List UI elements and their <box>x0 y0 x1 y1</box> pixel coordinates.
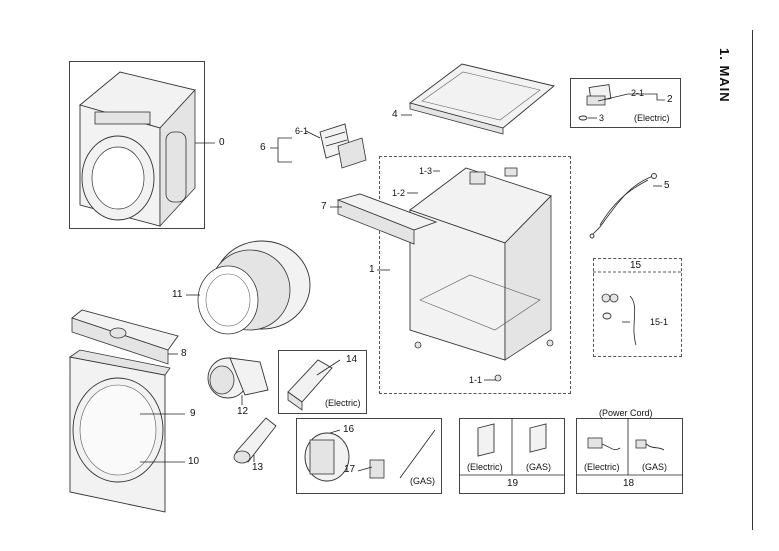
power-bracket-illustration <box>477 423 547 457</box>
hose-kit-illustration <box>601 293 637 346</box>
label-5: 5 <box>664 180 670 191</box>
front-bracket-illustration <box>336 193 438 245</box>
leader-lines <box>140 93 665 472</box>
table-lines <box>459 271 683 476</box>
label-4: 4 <box>392 109 398 120</box>
note-electric-19: (Electric) <box>467 462 503 472</box>
label-6-1: 6-1 <box>295 126 309 136</box>
note-power-cord: (Power Cord) <box>599 408 653 418</box>
label-2-1: 2-1 <box>631 88 645 98</box>
sensor-parts-illustration <box>578 84 612 121</box>
drum-illustration <box>197 240 311 335</box>
label-8: 8 <box>181 348 187 359</box>
page-edge-line <box>752 30 753 530</box>
label-16: 16 <box>343 424 355 435</box>
label-1: 1 <box>369 264 375 275</box>
label-6: 6 <box>260 142 266 153</box>
label-2: 2 <box>667 94 673 105</box>
note-gas-16-17: (GAS) <box>410 476 436 486</box>
note-electric-14: (Electric) <box>325 398 361 408</box>
label-18: 18 <box>623 478 635 489</box>
gas-burner-illustration <box>304 429 436 482</box>
label-11: 11 <box>172 289 183 300</box>
label-17: 17 <box>344 464 356 475</box>
control-panel-illustration <box>71 309 179 365</box>
note-electric-18: (Electric) <box>584 462 620 472</box>
label-9: 9 <box>190 408 196 419</box>
part-1-dashed-box <box>379 156 571 394</box>
label-3: 3 <box>599 113 605 123</box>
note-gas-19: (GAS) <box>526 462 552 472</box>
part-15-dashed-box <box>593 258 682 357</box>
top-panel-illustration <box>408 63 555 135</box>
wire-harness-illustration <box>589 173 657 239</box>
blower-illustration <box>207 357 269 399</box>
dryer-assembly-illustration <box>79 71 196 228</box>
label-1-1: 1-1 <box>469 375 483 385</box>
heater-illustration <box>287 359 333 411</box>
note-electric-2: (Electric) <box>634 113 670 123</box>
part-0-box <box>69 61 205 229</box>
label-15: 15 <box>630 260 642 271</box>
duct-illustration <box>233 417 277 464</box>
bracket-parts-illustration <box>319 123 367 169</box>
label-13: 13 <box>252 462 264 473</box>
part-18-box <box>576 418 683 494</box>
front-panel-illustration <box>68 349 171 513</box>
part-16-17-box <box>296 418 442 494</box>
part-14-box <box>278 350 367 414</box>
label-1-3: 1-3 <box>419 166 433 176</box>
cabinet-frame-illustration <box>409 167 554 382</box>
label-0: 0 <box>219 137 225 148</box>
label-19: 19 <box>507 478 519 489</box>
label-12: 12 <box>237 406 249 417</box>
part-2-3-box <box>570 78 681 128</box>
label-15-1: 15-1 <box>650 317 669 327</box>
power-cord-illustration <box>587 437 665 451</box>
label-14: 14 <box>346 354 358 365</box>
label-10: 10 <box>188 456 200 467</box>
label-1-2: 1-2 <box>392 188 406 198</box>
label-7: 7 <box>321 201 327 212</box>
note-gas-18: (GAS) <box>642 462 668 472</box>
